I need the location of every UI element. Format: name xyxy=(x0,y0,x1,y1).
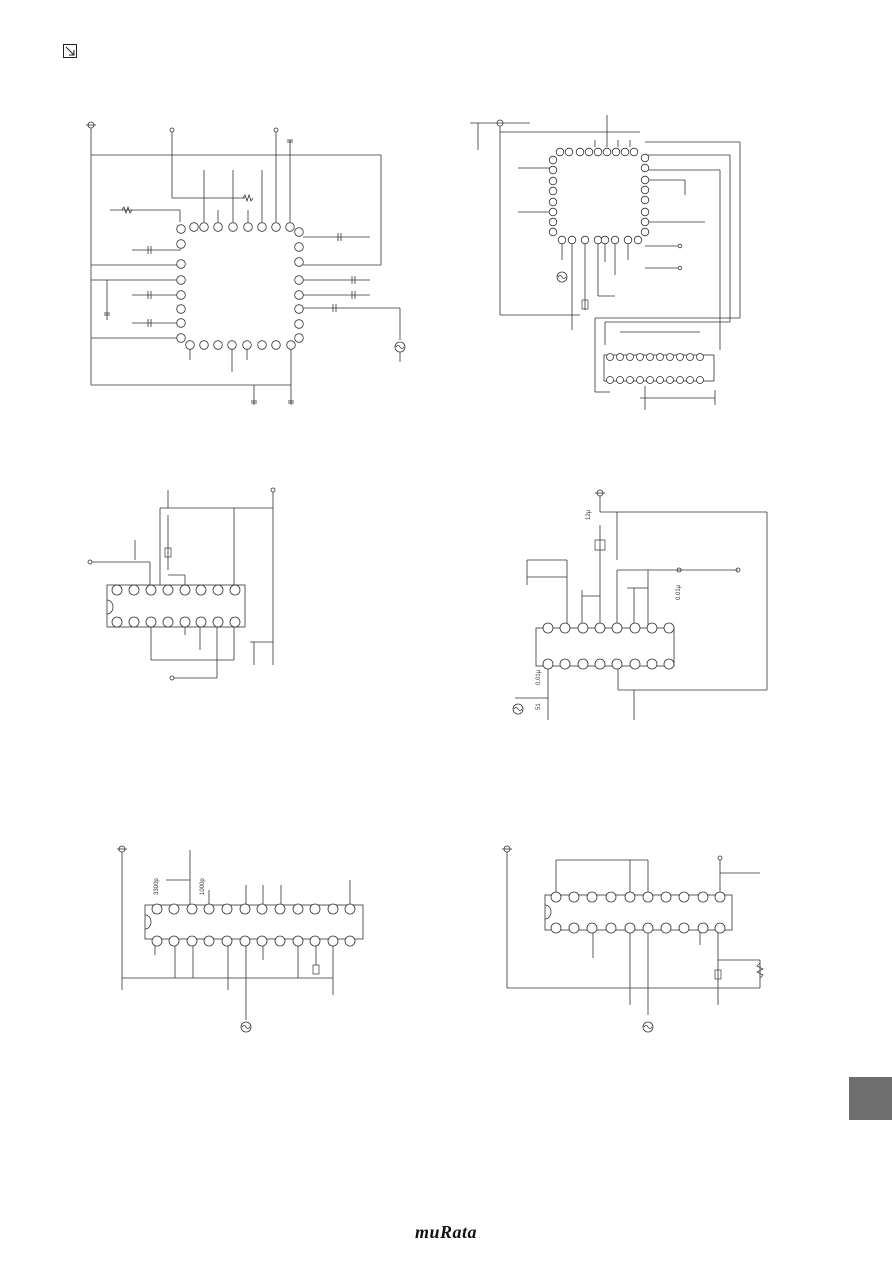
label-3300p: 3300p xyxy=(154,878,160,895)
label-4-top: 0.01μ xyxy=(676,584,682,600)
label-1000p: 1000p xyxy=(200,878,206,895)
label-12u: 12μ xyxy=(586,509,592,520)
murata-logo: muRata xyxy=(414,1222,478,1242)
diagonal-arrow-box-icon xyxy=(63,44,77,58)
label-4-1: 0.01μ xyxy=(536,669,542,685)
section-tab xyxy=(849,1077,892,1120)
label-4-51: 51 xyxy=(536,703,542,710)
